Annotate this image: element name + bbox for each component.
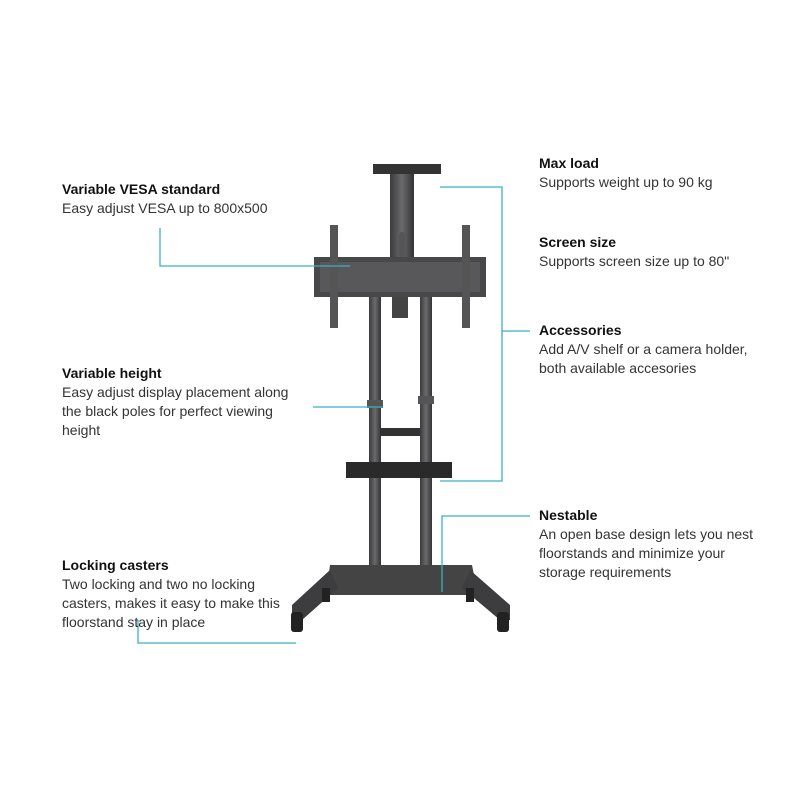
callout-screen-size: Screen size Supports screen size up to 8… <box>539 234 730 269</box>
crossbar <box>380 428 420 436</box>
callout-max-load: Max load Supports weight up to 90 kg <box>539 155 713 190</box>
callout-locking-casters: Locking casters Two locking and two no l… <box>62 557 280 630</box>
pole-left <box>367 296 383 566</box>
callout-lines <box>137 186 530 644</box>
base <box>292 565 510 620</box>
plate-clamp <box>392 296 408 318</box>
callout-accessories: Accessories Add A/V shelf or a camera ho… <box>539 322 748 376</box>
pole-right <box>418 296 434 566</box>
camera-holder <box>373 164 441 258</box>
av-shelf <box>346 462 452 478</box>
caster-wheels <box>291 612 509 632</box>
callout-variable-height: Variable height Easy adjust display plac… <box>62 365 289 438</box>
callout-nestable: Nestable An open base design lets you ne… <box>539 507 754 580</box>
callout-vesa: Variable VESA standard Easy adjust VESA … <box>62 181 268 216</box>
vesa-plate <box>314 225 486 328</box>
